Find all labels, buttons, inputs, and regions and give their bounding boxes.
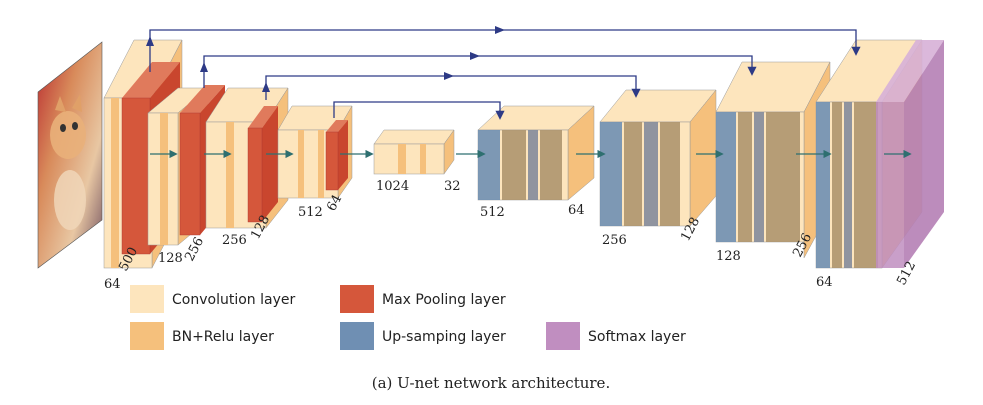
encoder-block-3 — [205, 87, 289, 229]
skip-connection-2 — [203, 55, 757, 88]
dim-bn-b: 32 — [444, 179, 461, 194]
dim-d1-b: 64 — [568, 203, 585, 218]
legend-label-up-sampling: Up-samping layer — [382, 329, 506, 345]
legend: Convolution layer Max Pooling layer BN+R… — [130, 285, 686, 350]
input-image — [37, 41, 103, 269]
dim-e4-b: 64 — [324, 192, 345, 214]
dim-bn-a: 1024 — [376, 179, 409, 194]
decoder-block-1 — [477, 105, 595, 201]
dim-e1-a: 64 — [104, 277, 121, 292]
dim-d3-a: 128 — [716, 249, 741, 264]
legend-swatch-up-sampling — [340, 322, 374, 350]
legend-swatch-bn-relu — [130, 322, 164, 350]
legend-swatch-convolution — [130, 285, 164, 313]
legend-label-softmax: Softmax layer — [588, 329, 686, 345]
dim-e2-b: 256 — [182, 235, 207, 264]
decoder-block-4 — [815, 39, 944, 269]
bottleneck-block — [373, 129, 455, 175]
dim-d2-a: 256 — [602, 233, 627, 248]
skip-connection-3 — [265, 75, 641, 100]
dim-e4-a: 512 — [298, 205, 323, 220]
decoder-block-3 — [715, 61, 831, 259]
skip-connection-4 — [333, 101, 505, 120]
skip-connections — [146, 26, 861, 120]
legend-label-convolution: Convolution layer — [172, 292, 295, 308]
legend-label-max-pooling: Max Pooling layer — [382, 292, 506, 308]
decoder-block-2 — [599, 89, 717, 227]
legend-label-bn-relu: BN+Relu layer — [172, 329, 274, 345]
figure-caption: (a) U-net network architecture. — [372, 374, 610, 392]
dim-d4-a: 64 — [816, 275, 833, 290]
dim-e2-a: 128 — [158, 251, 183, 266]
dim-e3-a: 256 — [222, 233, 247, 248]
dim-d1-a: 512 — [480, 205, 505, 220]
legend-swatch-softmax — [546, 322, 580, 350]
dimension-labels: 64 500 128 256 256 128 512 64 1024 32 51… — [104, 179, 919, 292]
encoder-block-4 — [277, 105, 353, 199]
legend-swatch-max-pooling — [340, 285, 374, 313]
